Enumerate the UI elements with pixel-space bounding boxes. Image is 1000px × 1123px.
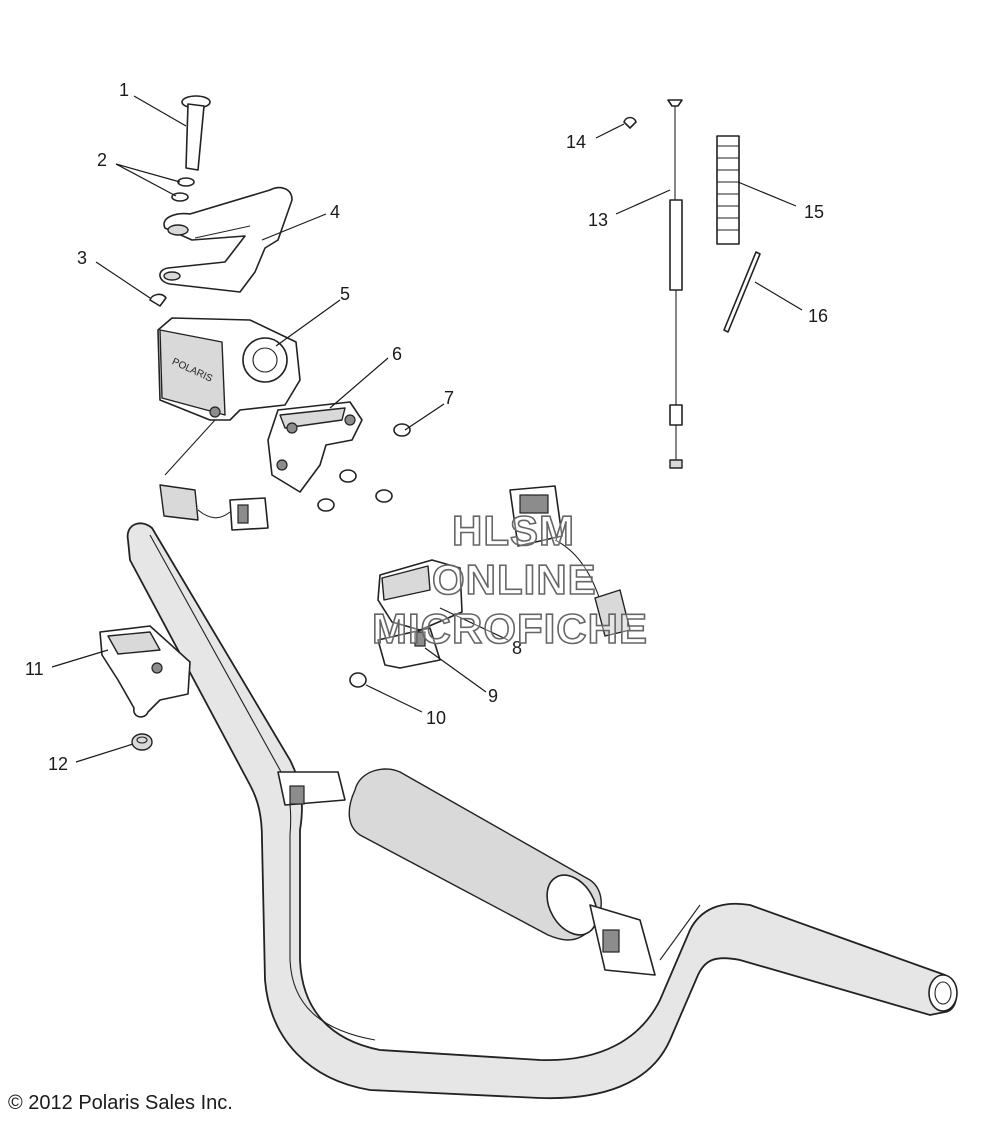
callout-numbers: 1 2 3 4 5 6 7 8 9 10 11 12 13 14 15 16 xyxy=(25,80,828,774)
callout-1: 1 xyxy=(119,80,129,100)
callout-16: 16 xyxy=(808,306,828,326)
screws-part-7 xyxy=(317,423,411,512)
callout-12: 12 xyxy=(48,754,68,774)
callout-5: 5 xyxy=(340,284,350,304)
callout-9: 9 xyxy=(488,686,498,706)
leader-lines xyxy=(51,95,803,763)
housing-part-5: POLARIS xyxy=(157,317,301,421)
lever-part-9 xyxy=(377,627,441,669)
callout-3: 3 xyxy=(77,248,87,268)
throttle-housing-part-8 xyxy=(377,485,631,637)
callout-13: 13 xyxy=(588,210,608,230)
callout-7: 7 xyxy=(444,388,454,408)
callout-11: 11 xyxy=(25,659,44,679)
connector-harness xyxy=(159,419,269,531)
callout-2: 2 xyxy=(97,150,107,170)
pin-part-10 xyxy=(349,672,367,688)
callout-6: 6 xyxy=(392,344,402,364)
cable-part-13 xyxy=(667,99,683,469)
bolt-part-1 xyxy=(181,95,211,171)
copyright-notice: © 2012 Polaris Sales Inc. xyxy=(8,1092,233,1114)
watermark: HLSM ONLINE MICROFICHE xyxy=(371,506,648,653)
handlebar xyxy=(126,522,958,1100)
nut-part-12 xyxy=(131,733,153,751)
watermark-line-2: ONLINE xyxy=(432,556,597,603)
clip-part-14 xyxy=(623,116,637,129)
watermark-line-1: HLSM xyxy=(452,507,575,554)
switch-bracket-part-11 xyxy=(99,625,191,718)
clamp-cover-part-6 xyxy=(267,401,363,493)
callout-4: 4 xyxy=(330,202,340,222)
callout-10: 10 xyxy=(426,708,446,728)
clip-part-3 xyxy=(149,293,167,307)
watermark-line-3: MICROFICHE xyxy=(372,605,648,652)
tie-strap-part-16 xyxy=(723,251,761,333)
washers-part-2 xyxy=(171,177,195,202)
callout-8: 8 xyxy=(512,638,522,658)
callout-15: 15 xyxy=(804,202,824,222)
spiral-wrap-part-15 xyxy=(716,135,740,245)
callout-14: 14 xyxy=(566,132,586,152)
bracket-part-4 xyxy=(159,186,293,293)
